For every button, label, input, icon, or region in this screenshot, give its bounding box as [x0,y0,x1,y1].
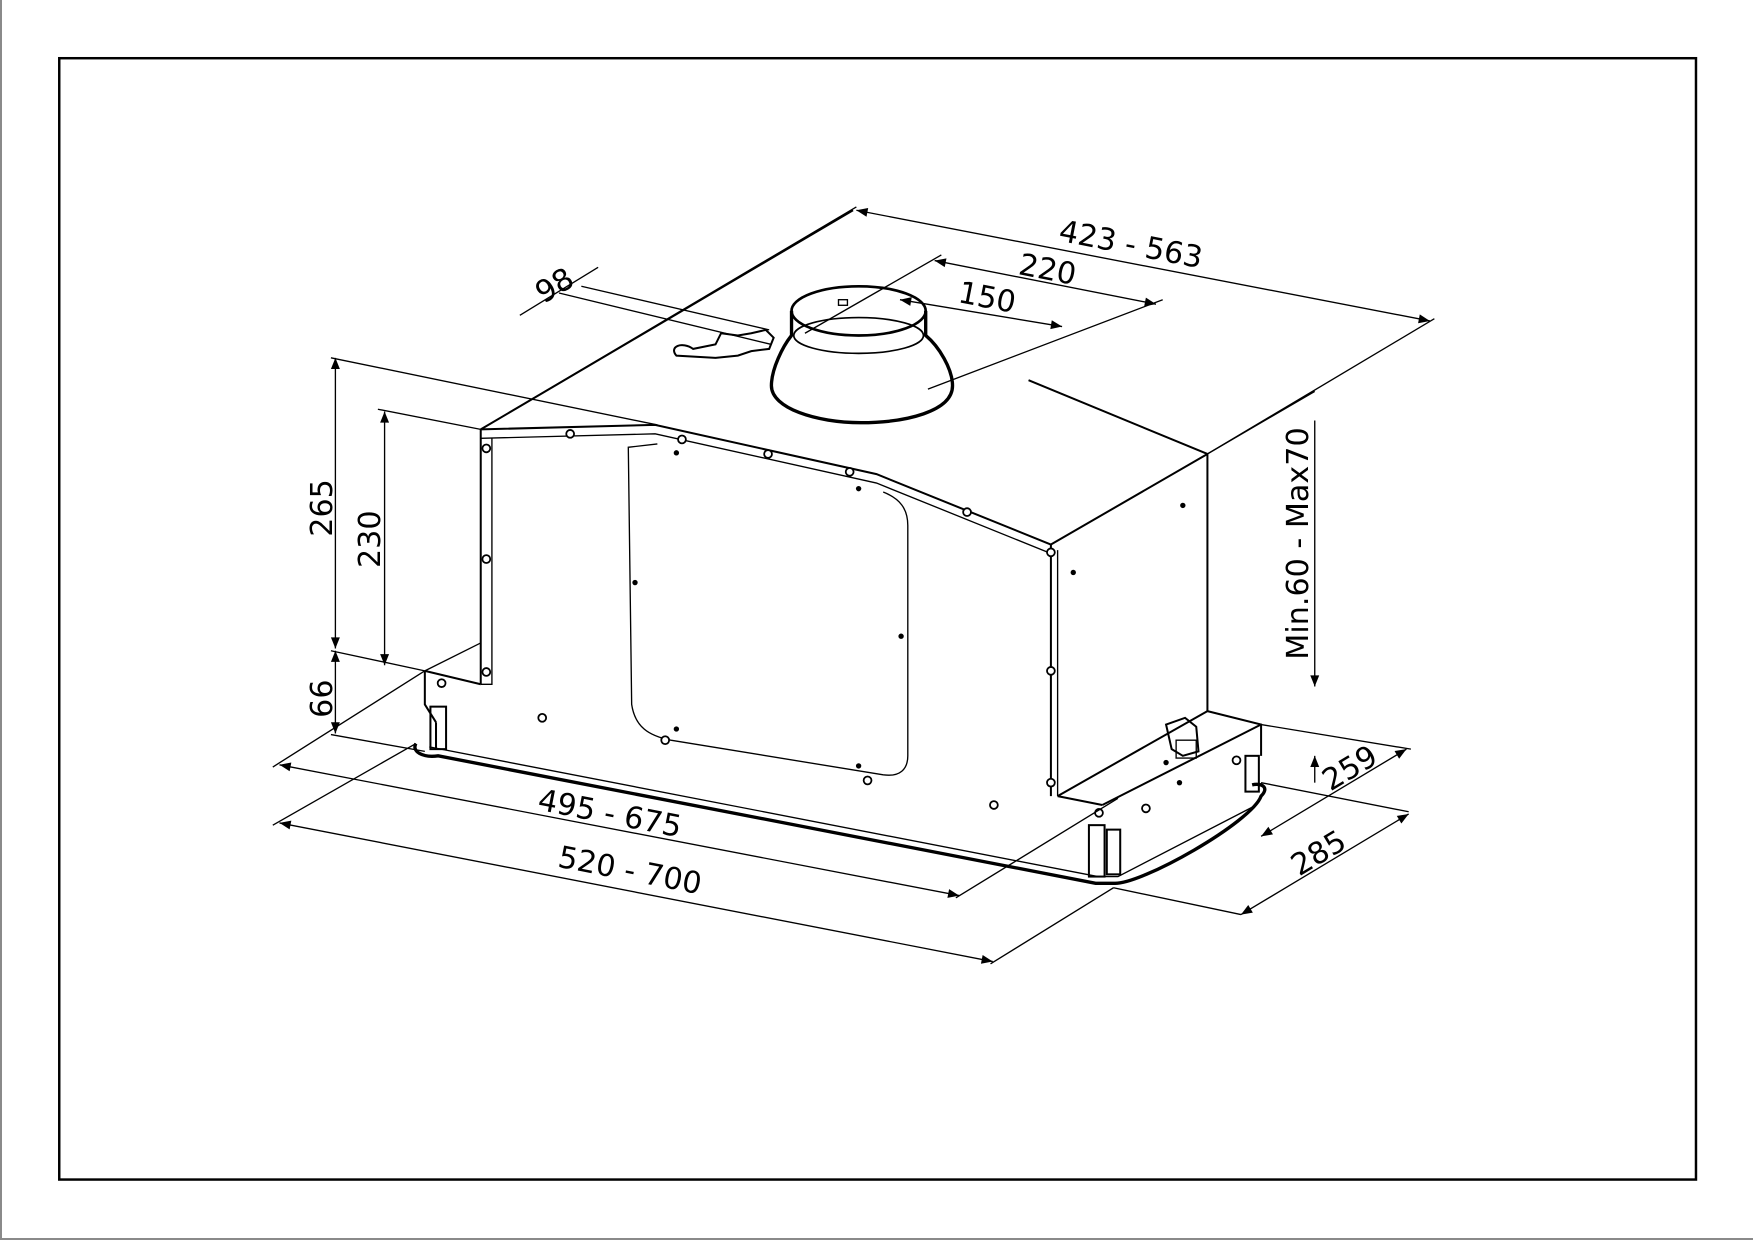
dim-outer-depth: 285 [1285,824,1352,884]
dim-inner-depth: 259 [1316,739,1383,799]
dim-duct-150: 150 [955,275,1018,320]
dimension-lines [272,206,1435,965]
dim-flange-height: 66 [305,679,340,717]
sheet-bottom-edge [0,1238,1753,1240]
dim-ceiling-gap: Min.60 - Max70 [1281,427,1316,659]
dim-total-height: 265 [305,479,340,537]
drawing-frame [58,56,1698,1181]
dim-top-depth: 423 - 563 [1056,214,1205,276]
dim-outer-width: 520 - 700 [555,840,704,902]
sheet-left-edge [0,0,2,1240]
dim-duct-98: 98 [529,261,580,311]
dim-duct-220: 220 [1016,247,1079,292]
dim-body-height: 230 [353,510,388,568]
